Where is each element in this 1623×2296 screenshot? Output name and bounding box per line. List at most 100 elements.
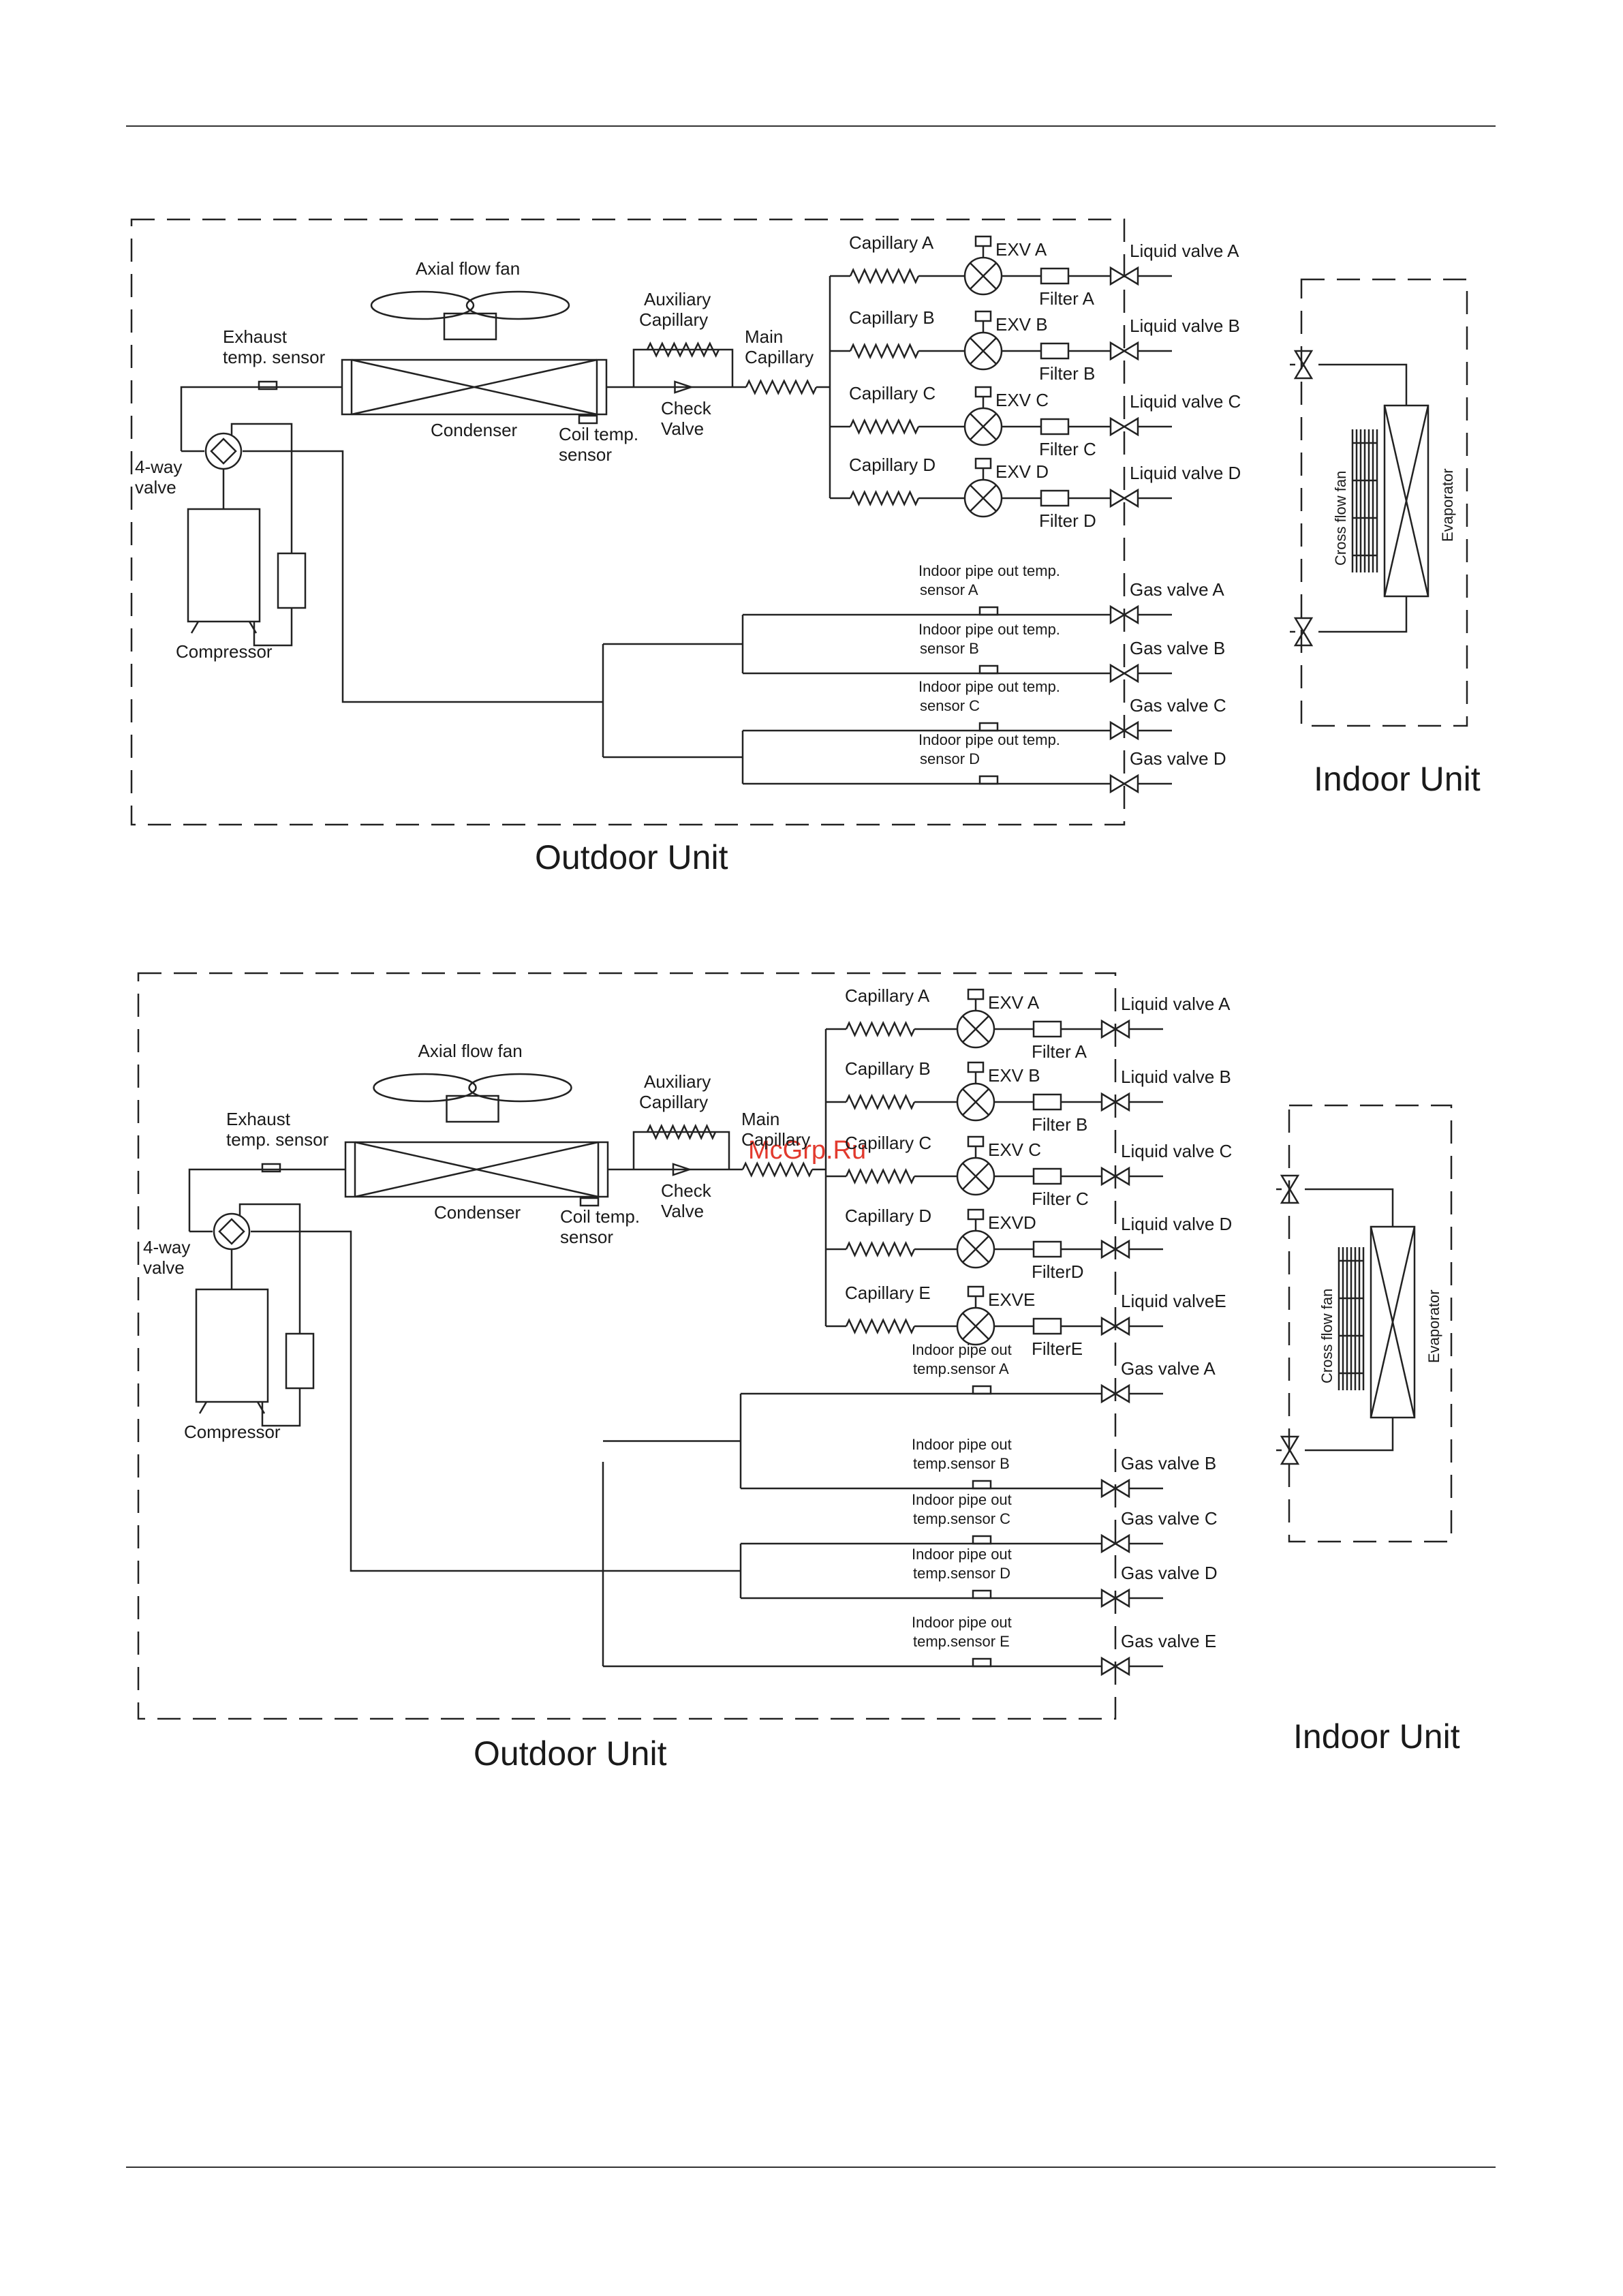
capillary-coil: [845, 1318, 916, 1334]
four-way-label: 4-way: [135, 457, 182, 477]
capillary-label: Capillary B: [849, 307, 935, 328]
gas-valve-icon: [1100, 1383, 1130, 1404]
liquid-valve-label: Liquid valveE: [1121, 1291, 1226, 1311]
main-capillary-label: Main: [745, 326, 783, 347]
exv-coil: [967, 1285, 985, 1298]
compressor: [187, 508, 261, 623]
liquid-valve-icon: [1109, 488, 1139, 508]
axial-fan-motor: [446, 1095, 499, 1123]
capillary-label: Capillary E: [845, 1283, 931, 1303]
indoor-pipe-out-temp-sensor: [978, 775, 999, 785]
four-way-label: 4-way: [143, 1237, 190, 1257]
liquid-valve-icon: [1100, 1316, 1130, 1336]
aux-bypass: [632, 1131, 730, 1169]
accumulator: [277, 552, 307, 609]
indoor-unit-border: [1300, 278, 1468, 727]
liquid-valve-label: Liquid valve A: [1121, 994, 1231, 1014]
main-capillary-coil: [741, 1161, 814, 1178]
cross-flow-fan-label: Cross flow fan: [1318, 1289, 1335, 1383]
filter-label: Filter A: [1039, 288, 1095, 309]
compressor-foot: [248, 621, 258, 634]
exv-label: EXVE: [988, 1289, 1035, 1310]
exhaust-pipe: [188, 1168, 345, 1231]
indoor-pipe-sensor-label: Indoor pipe out temp.: [918, 621, 1060, 638]
exv-cross: [962, 1236, 989, 1263]
exv-coil: [967, 1061, 985, 1073]
indoor-pipe-sensor-label: Indoor pipe out temp.: [918, 731, 1060, 748]
accumulator-pipe: [253, 608, 293, 647]
capillary-label: Capillary D: [845, 1206, 931, 1226]
indoor-pipe-sensor-label: temp.sensor A: [913, 1360, 1009, 1377]
outdoor-unit-title: Outdoor Unit: [535, 838, 728, 876]
auxiliary-capillary-coil: [646, 341, 720, 358]
gas-valve-label: Gas valve D: [1130, 748, 1226, 769]
axial-fan-motor: [443, 312, 497, 341]
exv-coil: [967, 1135, 985, 1148]
indoor-pipe: [1318, 363, 1408, 405]
axial-fan-blade: [370, 290, 475, 320]
check-valve-label: Check: [661, 1180, 712, 1201]
liquid-valve-icon: [1100, 1019, 1130, 1039]
condenser-label: Condenser: [431, 420, 518, 440]
four-way-label: valve: [143, 1257, 185, 1278]
indoor-pipe-out-temp-sensor: [972, 1589, 992, 1599]
compressor-label: Compressor: [176, 641, 273, 662]
cross-flow-fan-icon: [1351, 429, 1378, 572]
exv-label: EXVD: [988, 1212, 1036, 1233]
capillary-label: Capillary B: [845, 1058, 931, 1079]
filter-icon: [1032, 1020, 1062, 1038]
indoor-unit-title: Indoor Unit: [1314, 760, 1481, 798]
coil-temp-label: sensor: [560, 1227, 613, 1247]
exv-cross: [962, 1088, 989, 1116]
indoor-pipe: [1305, 1418, 1394, 1452]
outdoor-unit-border: [130, 218, 1126, 826]
accumulator-pipe: [261, 1388, 301, 1427]
exv-label: EXV B: [995, 314, 1048, 335]
liquid-valve-label: Liquid valve A: [1130, 241, 1239, 261]
main-capillary-label: Main: [741, 1109, 779, 1129]
filter-icon: [1040, 267, 1070, 285]
gas-valve-icon: [1100, 1656, 1130, 1677]
indoor-valve-icon: [1293, 617, 1314, 647]
filter-label: Filter B: [1032, 1114, 1087, 1135]
gas-valve-label: Gas valve B: [1121, 1453, 1216, 1473]
indoor-valve-icon: [1293, 350, 1314, 380]
capillary-label: Capillary D: [849, 455, 936, 475]
filter-label: FilterD: [1032, 1261, 1084, 1282]
axial-fan-blade: [468, 1073, 572, 1103]
cross-flow-fan-icon: [1338, 1247, 1365, 1390]
filter-icon: [1032, 1317, 1062, 1335]
capillary-coil: [849, 343, 920, 359]
indoor-valve-icon: [1280, 1435, 1300, 1465]
indoor-pipe-sensor-label: Indoor pipe out: [912, 1614, 1012, 1631]
gas-valve-label: Gas valve E: [1121, 1631, 1216, 1651]
gas-valve-icon: [1100, 1478, 1130, 1499]
exv-label: EXV C: [995, 390, 1049, 410]
exv-label: EXV B: [988, 1065, 1040, 1086]
cross-flow-fan-label: Cross flow fan: [1332, 471, 1349, 566]
check-valve-icon: [672, 1163, 692, 1176]
gas-valve-label: Gas valve A: [1121, 1358, 1216, 1379]
indoor-pipe-sensor-label: Indoor pipe out: [912, 1341, 1012, 1358]
check-valve-label: Valve: [661, 1201, 704, 1221]
outdoor-unit-border: [137, 972, 1117, 1720]
indoor-pipe-out-temp-sensor: [972, 1535, 992, 1545]
exv-cross: [970, 413, 997, 440]
indoor-pipe-out-temp-sensor: [972, 1385, 992, 1395]
capillary-coil: [845, 1168, 916, 1184]
coil-temp-label: Coil temp.: [559, 424, 638, 444]
aux-capillary-label: Auxiliary: [644, 289, 711, 309]
exv-cross: [970, 485, 997, 512]
exv-cross: [962, 1313, 989, 1340]
capillary-label: Capillary A: [845, 985, 930, 1006]
coil-temp-label: sensor: [559, 444, 612, 465]
exv-coil: [974, 235, 992, 247]
indoor-pipe-sensor-label: Indoor pipe out: [912, 1491, 1012, 1508]
exv-cross: [962, 1015, 989, 1043]
indoor-unit-title: Indoor Unit: [1293, 1717, 1460, 1756]
evaporator-label: Evaporator: [1439, 468, 1456, 542]
indoor-pipe-sensor-label: sensor D: [920, 750, 980, 767]
